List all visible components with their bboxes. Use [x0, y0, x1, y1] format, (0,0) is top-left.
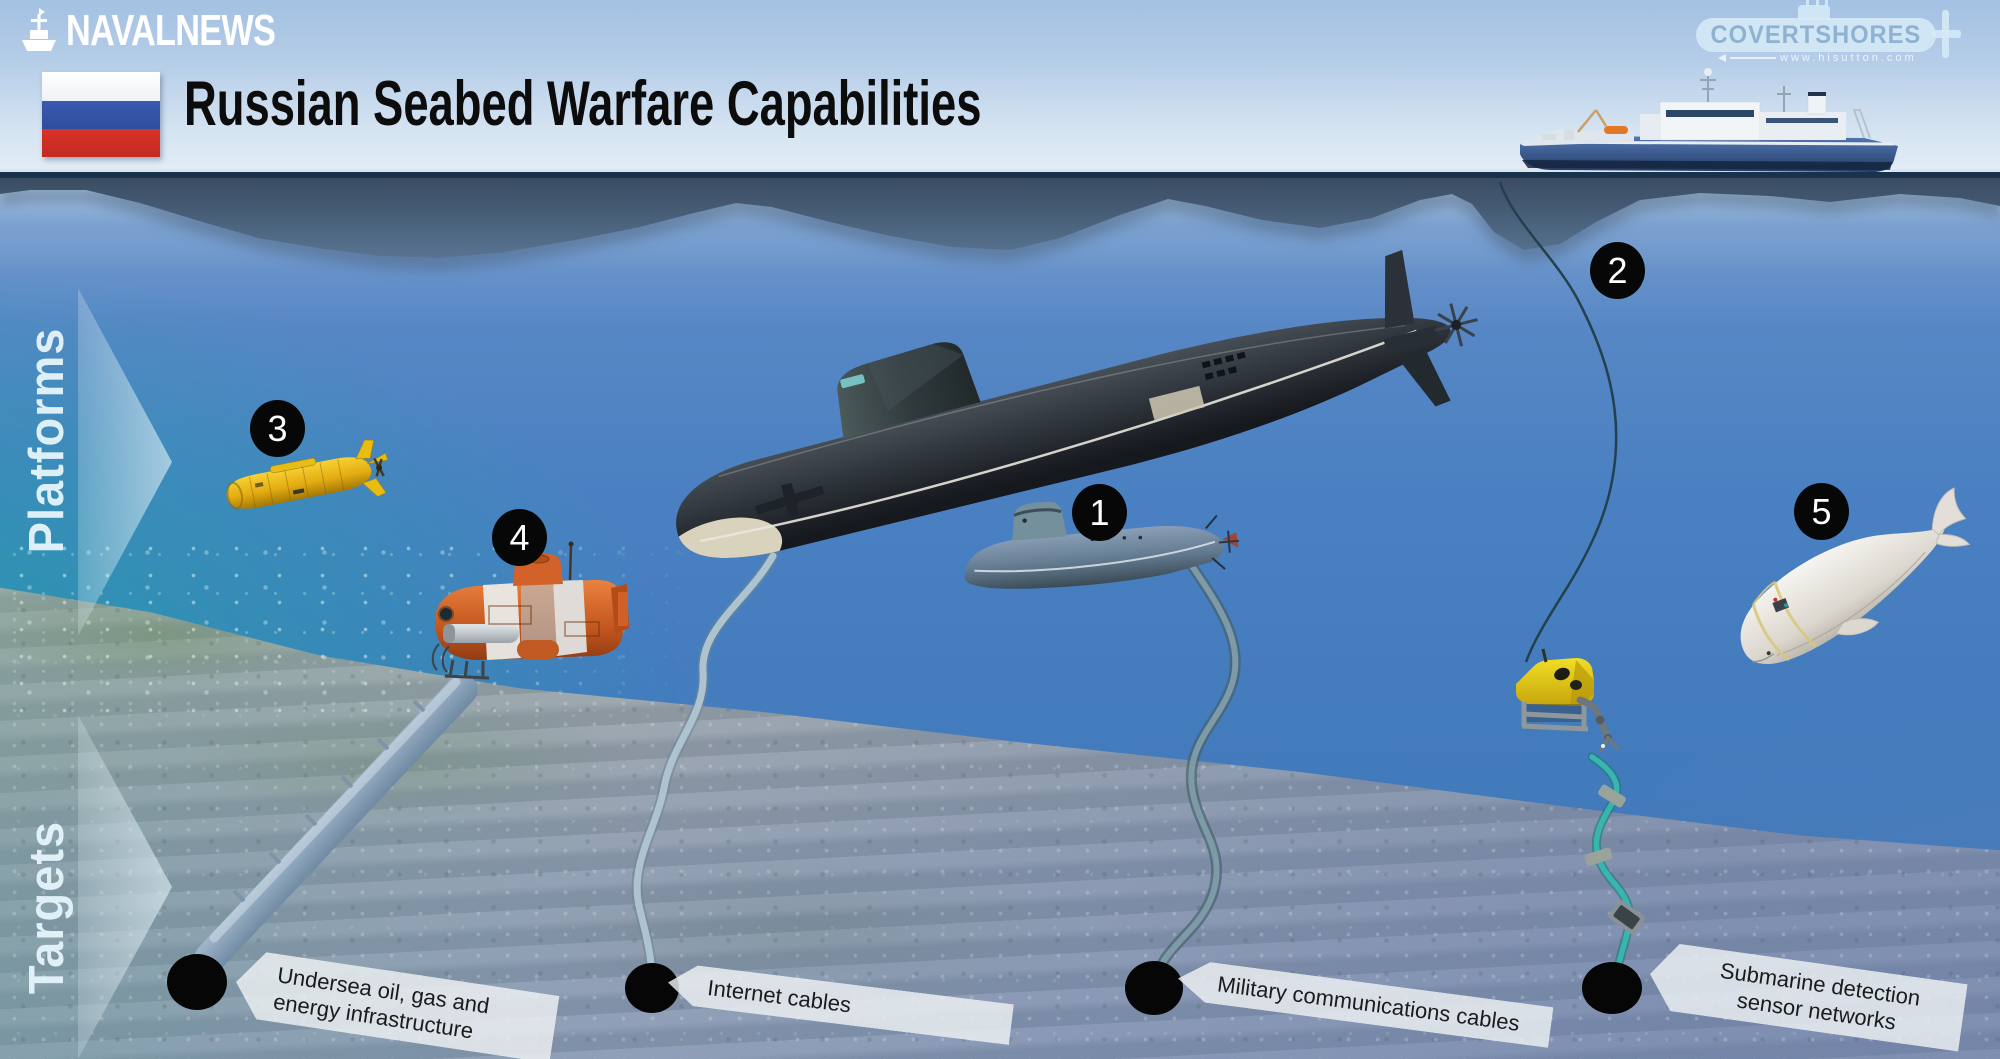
covertshores-sub-hull: COVERTSHORES	[1696, 18, 1936, 52]
russian-flag	[42, 72, 160, 157]
midget-propeller	[1218, 530, 1239, 553]
platforms-arrow	[78, 288, 172, 636]
hull-patch	[1148, 385, 1205, 420]
covertshores-url-text: www.hisutton.com	[1780, 52, 1917, 64]
midget-submarine	[964, 501, 1239, 589]
rescue-submersible	[431, 541, 629, 680]
ship-funnel	[1807, 93, 1827, 115]
side-thruster-pod	[443, 624, 519, 643]
submersible-mast	[568, 545, 573, 581]
marker-5-beluga: 5	[1794, 483, 1849, 540]
navalnews-ship-icon	[22, 8, 56, 51]
marker-4-submersible: 4	[492, 509, 547, 566]
surface-survey-ship	[1520, 68, 1898, 172]
military-communications-cable	[1149, 547, 1241, 990]
ship-lifeboat	[1604, 126, 1628, 134]
covertshores-logo[interactable]: COVERTSHORES www.hisutton.com	[1686, 0, 1966, 64]
sea-surface-waves	[0, 169, 2000, 270]
midget-tail-fins	[1205, 514, 1226, 570]
marker-2-tethered-rov: 2	[1590, 242, 1645, 299]
rov-tether-cable	[1498, 181, 1618, 663]
ship-bridge-windows	[1666, 110, 1754, 117]
rov-antenna	[1541, 648, 1548, 663]
target-dot-internet-cables	[625, 963, 679, 1013]
auv-yellow	[226, 439, 389, 510]
undersea-pipeline	[194, 674, 478, 974]
cable-sensor-node	[1598, 784, 1626, 808]
hull-waterline-stripe	[699, 329, 1417, 543]
target-dot-pipeline	[167, 954, 227, 1010]
navalnews-logo[interactable]: NAVALNEWS	[18, 6, 334, 56]
targets-section-label: Targets	[18, 820, 74, 994]
navalnews-logo-text: NAVALNEWS	[66, 6, 276, 55]
arrow-left-icon	[1718, 54, 1726, 62]
auv-tail-fins	[355, 439, 389, 497]
submarine-sail	[837, 342, 981, 439]
marker-1-midget-submarine: 1	[1072, 484, 1127, 541]
page-title: Russian Seabed Warfare Capabilities	[184, 69, 982, 139]
target-dot-sensor-networks	[1582, 962, 1642, 1014]
dash-line	[1730, 57, 1776, 59]
covertshores-url[interactable]: www.hisutton.com	[1718, 52, 1917, 64]
bottom-pod	[517, 640, 559, 659]
cable-sensor-node	[1584, 847, 1613, 866]
ship-waterline	[1522, 160, 1892, 170]
harness-camera-mount	[1772, 597, 1790, 613]
bow-plane	[755, 482, 825, 517]
auv-propeller	[373, 457, 385, 477]
sail-windows	[840, 374, 865, 389]
ship-masts	[1700, 74, 1791, 112]
platforms-section-label: Platforms	[18, 327, 74, 553]
cable-sensor-box	[1608, 900, 1645, 935]
whale-mouth	[1752, 653, 1775, 663]
ship-radar	[1704, 68, 1712, 76]
submersible-skids	[431, 643, 490, 680]
rov-frame	[1521, 702, 1589, 732]
rov-port	[1554, 667, 1570, 681]
rov	[1516, 648, 1619, 752]
rov-manipulator-arm	[1576, 696, 1619, 752]
whale-flukes	[1931, 487, 1971, 547]
propeller	[1434, 303, 1478, 347]
ship-crane	[1577, 109, 1608, 133]
internet-cable	[631, 550, 779, 988]
marker-3-auv: 3	[250, 400, 305, 457]
targets-arrow	[78, 715, 172, 1059]
white-band	[553, 580, 587, 656]
covertshores-sub-sail	[1798, 5, 1830, 20]
rov-port	[1570, 680, 1582, 690]
auv-top-fairing	[270, 457, 317, 474]
limber-holes	[1201, 351, 1246, 380]
stern-fins	[1383, 249, 1451, 407]
midget-sail	[1012, 501, 1068, 541]
whale-harness	[1751, 581, 1817, 661]
ship-superstructure	[1659, 101, 1761, 141]
covertshores-logo-text: COVERTSHORES	[1710, 20, 1922, 49]
whale-eye	[1766, 651, 1771, 656]
whale-pectoral-fin	[1835, 618, 1880, 636]
submersible-porthole	[438, 606, 454, 622]
submersible-tail	[611, 584, 629, 634]
sensor-network-cable	[1584, 752, 1645, 989]
beluga-whale	[1740, 487, 1971, 664]
target-dot-military-cables	[1125, 961, 1183, 1015]
